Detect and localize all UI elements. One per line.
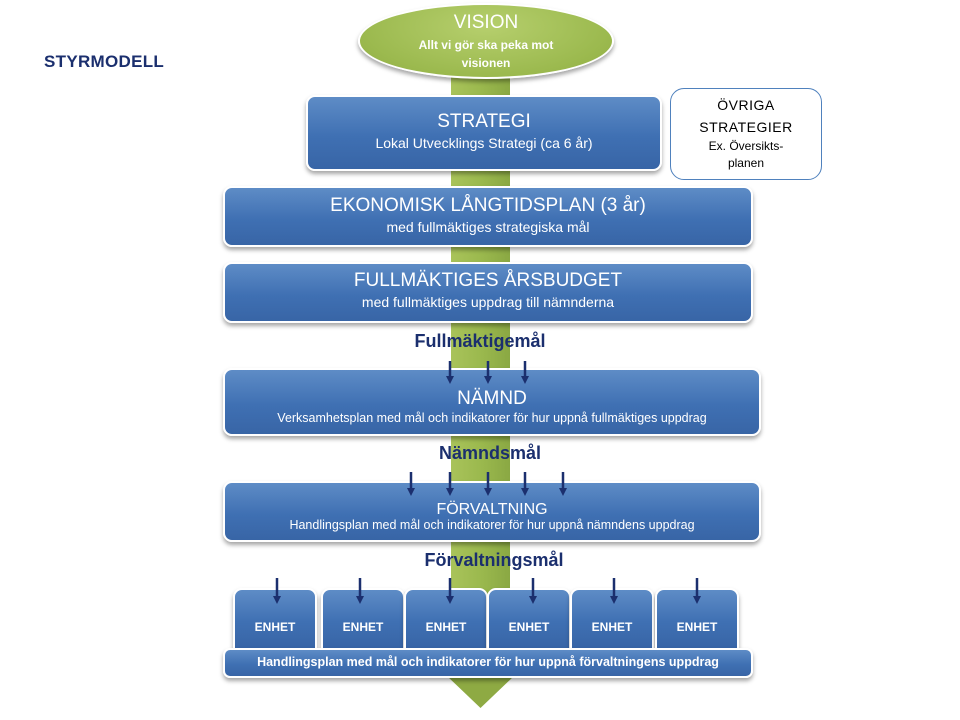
budget-title: FULLMÄKTIGES ÅRSBUDGET — [353, 270, 623, 291]
enhet-label: ENHET — [342, 620, 384, 634]
vision-subtitle: Allt vi gör ska peka mot visionen — [418, 38, 554, 70]
ovriga-title: ÖVRIGA STRATEGIER — [699, 97, 793, 135]
namnd-title: NÄMND — [457, 388, 527, 409]
page-title: STYRMODELL — [44, 52, 165, 71]
ekonomisk-langtidsplan-box: EKONOMISK LÅNGTIDSPLAN (3 år) med fullmä… — [223, 186, 753, 247]
ekonomisk-subtitle: med fullmäktiges strategiska mål — [386, 219, 590, 235]
forvaltningsmal-label: Förvaltningsmål — [424, 550, 564, 570]
ovriga-strategier-box: ÖVRIGA STRATEGIER Ex. Översikts-planen — [670, 88, 822, 180]
vision-ellipse: VISION Allt vi gör ska peka mot visionen — [358, 3, 614, 79]
forvaltning-box: FÖRVALTNING Handlingsplan med mål och in… — [223, 481, 761, 542]
ovriga-subtitle: Ex. Översikts-planen — [708, 139, 784, 170]
forvaltning-title: FÖRVALTNING — [436, 501, 548, 518]
enhet-label: ENHET — [425, 620, 467, 634]
arsbudget-box: FULLMÄKTIGES ÅRSBUDGET med fullmäktiges … — [223, 262, 753, 323]
forvaltning-subtitle: Handlingsplan med mål och indikatorer fö… — [289, 518, 695, 532]
ekonomisk-title: EKONOMISK LÅNGTIDSPLAN (3 år) — [330, 195, 646, 216]
strategi-box: STRATEGI Lokal Utvecklings Strategi (ca … — [306, 95, 662, 171]
namnd-box: NÄMND Verksamhetsplan med mål och indika… — [223, 368, 761, 436]
enhet-handlingsplan-bar: Handlingsplan med mål och indikatorer fö… — [223, 648, 753, 678]
spine-arrow-head — [447, 676, 514, 708]
enhet-box: ENHET — [321, 588, 405, 650]
enhet-box: ENHET — [570, 588, 654, 650]
enhet-label: ENHET — [254, 620, 296, 634]
namndsmal-label: Nämndsmål — [438, 443, 542, 463]
enhet-label: ENHET — [676, 620, 718, 634]
strategi-title: STRATEGI — [437, 111, 531, 132]
strategi-subtitle: Lokal Utvecklings Strategi (ca 6 år) — [375, 135, 593, 151]
namnd-subtitle: Verksamhetsplan med mål och indikatorer … — [277, 411, 707, 425]
enhet-label: ENHET — [508, 620, 550, 634]
fullmaktigemal-label: Fullmäktigemål — [414, 331, 546, 351]
budget-subtitle: med fullmäktiges uppdrag till nämnderna — [361, 294, 615, 310]
enhet-label: ENHET — [591, 620, 633, 634]
vision-title: VISION — [453, 12, 519, 33]
enhet-handlingsplan-text: Handlingsplan med mål och indikatorer fö… — [257, 655, 719, 669]
